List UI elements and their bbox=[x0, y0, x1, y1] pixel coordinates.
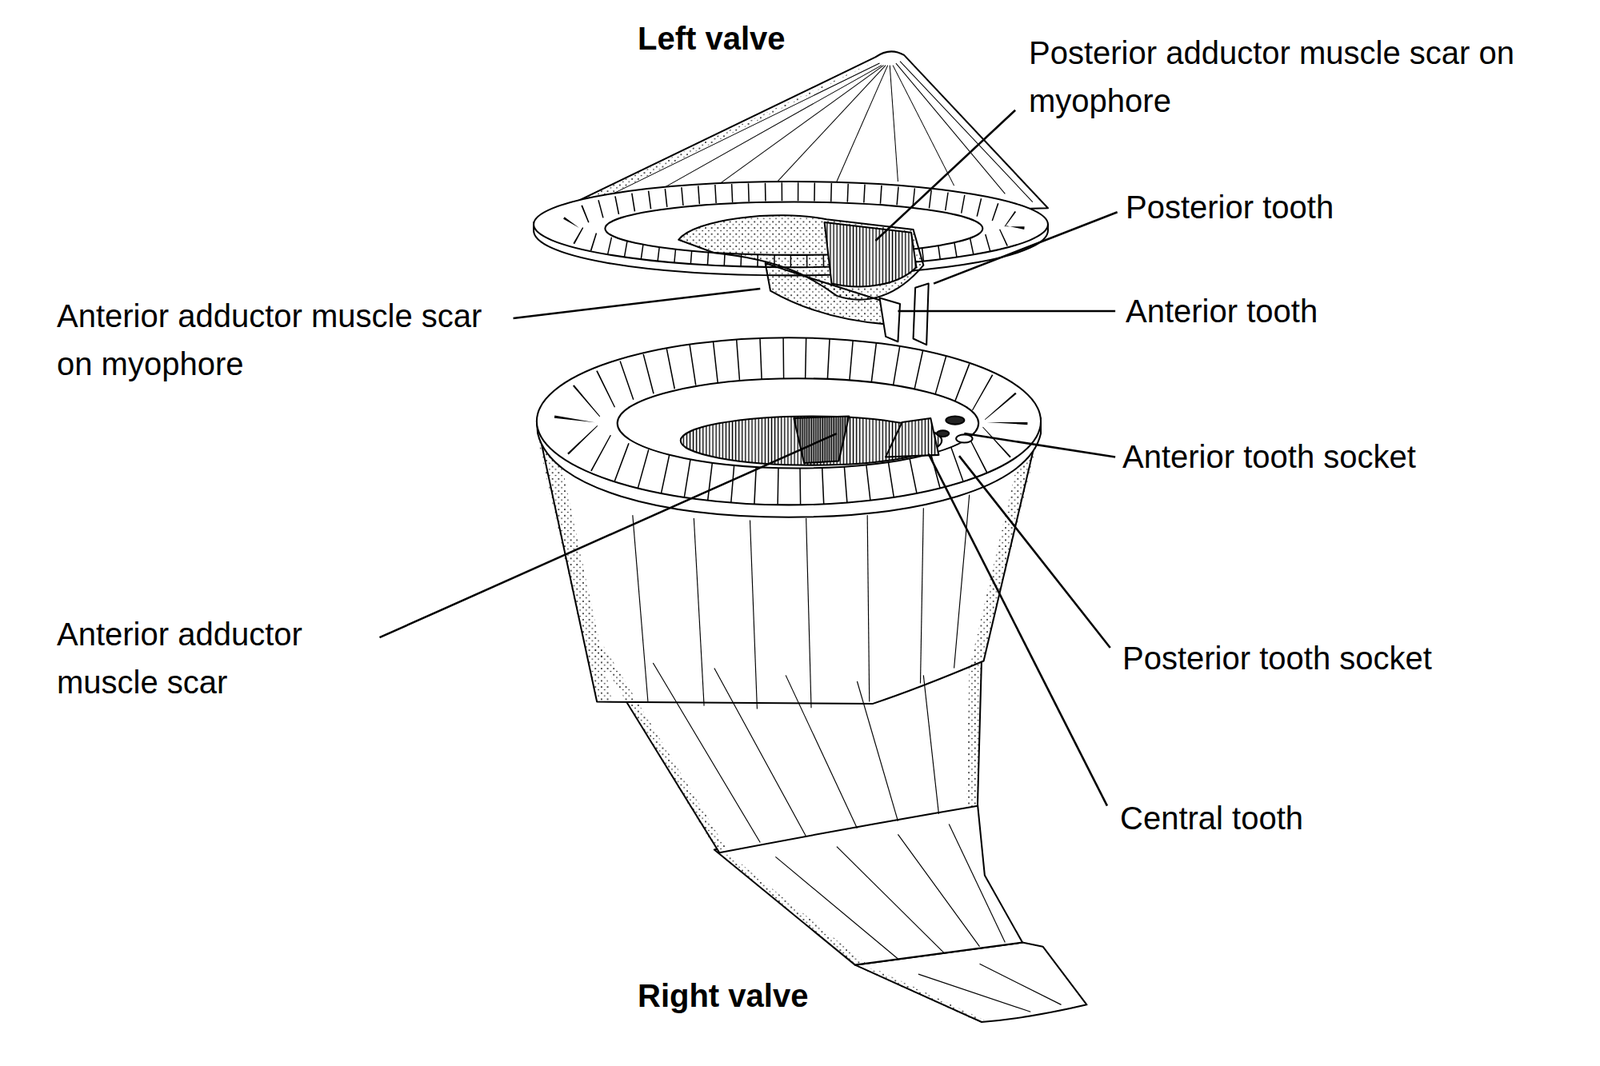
part-label: Anterior tooth bbox=[1125, 287, 1318, 336]
valve-label: Left valve bbox=[637, 14, 786, 63]
left-valve bbox=[533, 51, 1048, 345]
part-label: Anterior tooth socket bbox=[1122, 432, 1416, 481]
valve-label: Right valve bbox=[637, 972, 808, 1020]
leader-lines bbox=[379, 110, 1117, 807]
part-label: Anterior adductor muscle scar bbox=[56, 610, 393, 707]
part-label: Anterior adductor muscle scar on myophor… bbox=[56, 292, 521, 388]
part-label: Posterior tooth bbox=[1125, 183, 1334, 232]
part-label: Posterior adductor muscle scar on myopho… bbox=[1028, 28, 1517, 125]
part-label: Central tooth bbox=[1120, 794, 1304, 843]
part-label: Posterior tooth socket bbox=[1122, 634, 1432, 683]
